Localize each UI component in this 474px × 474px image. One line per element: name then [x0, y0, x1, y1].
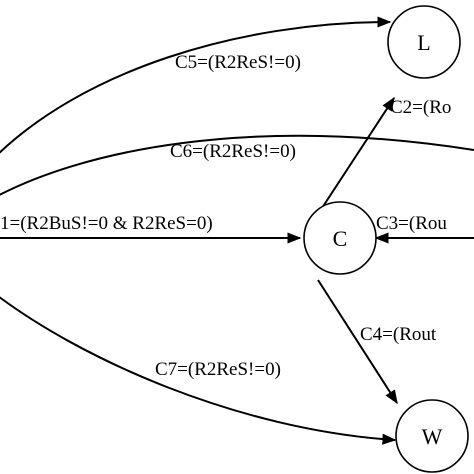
node-l[interactable] [387, 5, 461, 79]
edge-c5-label: C5=(R2ReS!=0) [175, 52, 301, 73]
edge-c1-label: 1=(R2BuS!=0 & R2ReS=0) [0, 213, 213, 234]
node-c[interactable] [303, 201, 377, 275]
node-w-label: W [422, 424, 443, 449]
edge-c3-label: C3=(Rou [376, 213, 447, 234]
edge-c4-label: C4=(Rout [360, 324, 437, 345]
edge-c2-label: C2=(Ro [390, 97, 451, 118]
node-l-label: L [417, 30, 430, 55]
edge-c7-label: C7=(R2ReS!=0) [155, 359, 281, 380]
node-c-label: C [333, 226, 348, 251]
edge-c2 [321, 96, 395, 209]
edge-c4 [317, 279, 398, 405]
edge-c6 [0, 134, 474, 196]
edge-c5 [0, 16, 392, 154]
node-w[interactable] [395, 399, 469, 473]
edge-c7 [0, 296, 397, 445]
edge-c6-label: C6=(R2ReS!=0) [170, 141, 296, 162]
